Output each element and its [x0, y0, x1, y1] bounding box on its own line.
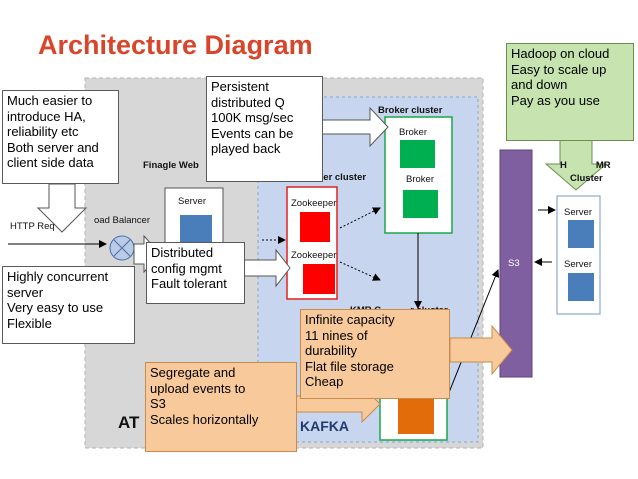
- zookeeper-1-block: [300, 212, 330, 242]
- ha-callout: Much easier to introduce HA, reliability…: [2, 90, 119, 184]
- emr-server-1-block: [568, 220, 594, 248]
- broker-2-block: [403, 190, 438, 218]
- ha-callout-arrow: [36, 183, 88, 233]
- distributed-callout: Distributed config mgmt Fault tolerant: [146, 242, 245, 304]
- at-label: AT: [118, 413, 140, 432]
- http-request-label: HTTP Req: [10, 221, 55, 232]
- emr-server-2-block: [568, 273, 594, 301]
- s3-bar: [499, 149, 533, 378]
- broker-cluster-label: Broker cluster: [378, 105, 443, 116]
- emr-cluster-title: H MR: [560, 160, 611, 171]
- s3-label: S3: [508, 258, 520, 269]
- emr-cluster-subtitle: Cluster: [570, 173, 603, 184]
- finagle-label: Finagle Web: [143, 160, 199, 171]
- infinite-callout: Infinite capacity 11 nines of durability…: [300, 309, 450, 399]
- zookeeper-2-label: Zookeeper: [291, 250, 337, 261]
- kafka-label: KAFKA: [300, 418, 349, 434]
- consumer-block: [398, 398, 434, 434]
- hadoop-callout-arrow: [544, 139, 608, 191]
- finagle-server-block: [180, 215, 212, 245]
- broker-1-label: Broker: [399, 127, 427, 138]
- persistent-callout-arrow: [321, 106, 389, 148]
- concurrent-callout: Highly concurrent server Very easy to us…: [2, 266, 135, 344]
- finagle-server-label: Server: [178, 196, 206, 207]
- page-title: Architecture Diagram: [38, 30, 313, 60]
- consumer-to-s3-arrow: [447, 269, 500, 396]
- zookeeper-cluster-label: ker cluster: [318, 172, 367, 183]
- segregate-callout: Segregate and upload events to S3 Scales…: [145, 362, 297, 452]
- hadoop-callout: Hadoop on cloud Easy to scale up and dow…: [506, 43, 634, 141]
- zookeeper-1-label: Zookeeper: [291, 198, 337, 209]
- persistent-callout: Persistent distributed Q 100K msg/sec Ev…: [206, 76, 323, 182]
- infinite-callout-arrow: [449, 324, 513, 376]
- load-balancer-label: oad Balancer: [94, 215, 150, 226]
- zookeeper-2-block: [303, 264, 335, 294]
- emr-server-1-label: Server: [564, 207, 592, 218]
- emr-server-2-label: Server: [564, 259, 592, 270]
- broker-1-block: [400, 140, 435, 168]
- distributed-callout-arrow: [243, 248, 291, 288]
- broker-2-label: Broker: [406, 174, 434, 185]
